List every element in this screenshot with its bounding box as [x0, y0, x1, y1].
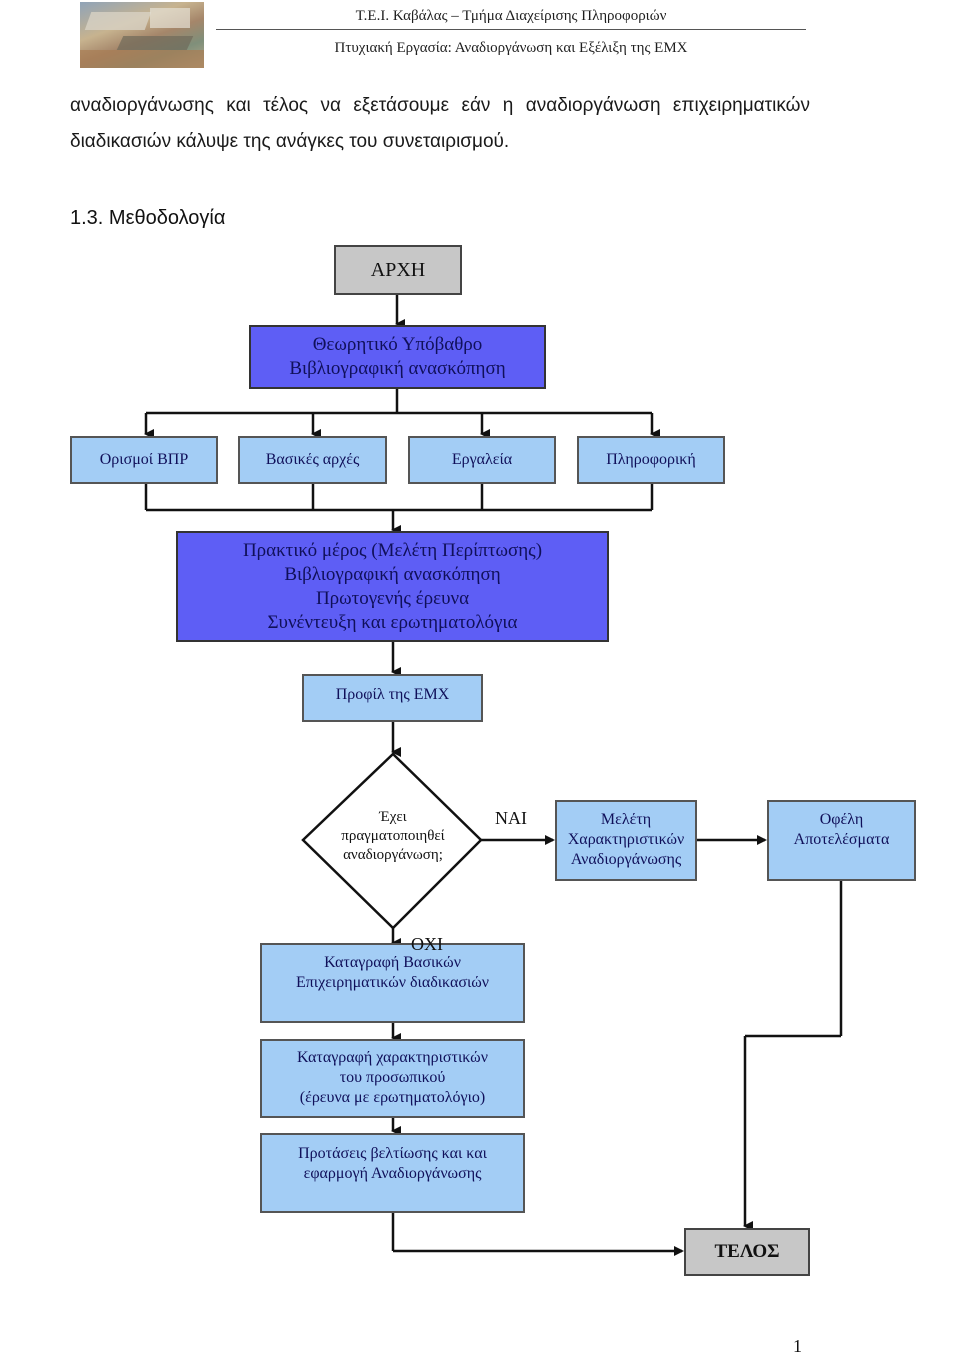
header-institution: Τ.Ε.Ι. Καβάλας – Τμήμα Διαχείρισης Πληρο…	[355, 8, 667, 24]
header-divider	[216, 29, 806, 30]
flow-study: Μελέτη Χαρακτηριστικών Αναδιοργάνωσης	[555, 800, 697, 881]
page-number: 1	[793, 1336, 802, 1356]
decision-diamond	[301, 752, 483, 930]
header-logo-image	[80, 2, 204, 68]
flow-topic-definitions: Ορισμοί ΒΠΡ	[70, 436, 218, 484]
flow-topic-principles: Βασικές αρχές	[238, 436, 387, 484]
flow-practical: Πρακτικό μέρος (Μελέτη Περίπτωσης) Βιβλι…	[176, 531, 609, 642]
flow-benefits: Οφέλη Αποτελέσματα	[767, 800, 916, 881]
decision-no-label: ΟΧΙ	[411, 934, 443, 954]
flow-decision-text: Έχει πραγματοποιηθεί αναδιοργάνωση;	[341, 808, 445, 863]
flow-start: ΑΡΧΗ	[334, 245, 462, 295]
decision-yes-label: ΝΑΙ	[495, 808, 527, 828]
flow-record-staff: Καταγραφή χαρακτηριστικών του προσωπικού…	[260, 1039, 525, 1118]
intro-line: αναδιοργάνωσης και τέλος να εξετάσουμε ε…	[70, 95, 810, 116]
flow-topic-informatics: Πληροφορική	[577, 436, 725, 484]
flow-topic-tools: Εργαλεία	[408, 436, 556, 484]
flow-proposals: Προτάσεις βελτίωσης και και εφαρμογή Ανα…	[260, 1133, 525, 1213]
flow-end: ΤΕΛΟΣ	[684, 1228, 810, 1276]
section-title: 1.3. Μεθοδολογία	[70, 207, 226, 229]
flow-profile: Προφίλ της ΕΜΧ	[302, 674, 483, 722]
intro-line: διαδικασιών κάλυψε της ανάγκες του συνετ…	[70, 131, 510, 152]
flow-theory: Θεωρητικό Υπόβαθρο Βιβλιογραφική ανασκόπ…	[249, 325, 546, 389]
header-thesis-title: Πτυχιακή Εργασία: Αναδιοργάνωση και Εξέλ…	[334, 40, 688, 56]
intro-paragraph: αναδιοργάνωσης και τέλος να εξετάσουμε ε…	[70, 88, 810, 160]
flow-record-processes: Καταγραφή Βασικών Επιχειρηματικών διαδικ…	[260, 943, 525, 1023]
